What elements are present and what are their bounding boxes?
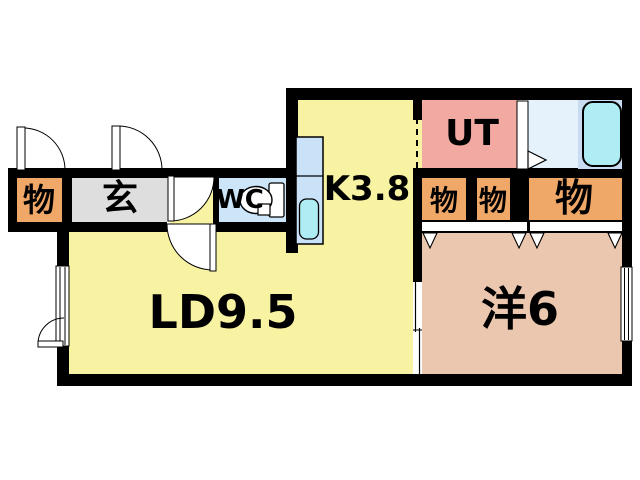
label-storage-a: 物 (429, 184, 459, 217)
room-bathroom-floor (528, 100, 622, 170)
label-wc: WC (216, 185, 264, 215)
wall-entry-strip-bottom (8, 222, 167, 232)
wall-wc-bottom (213, 222, 298, 232)
room-entrance-floor (72, 178, 170, 222)
closet-track-divider (527, 220, 530, 233)
closet-b-floor (477, 178, 510, 220)
wall-main-top (286, 88, 632, 100)
wall-ld-western-divider (413, 233, 422, 282)
wall-ld-left (57, 225, 69, 386)
label-storage-left: 物 (22, 181, 56, 219)
wall-right (622, 88, 632, 386)
label-utility: UT (445, 113, 499, 154)
hallway-floor (170, 178, 213, 232)
label-storage-c: 物 (554, 176, 594, 220)
wall-hall-wc-divider (213, 172, 219, 232)
wall-kitchen-left-stub (286, 88, 298, 253)
storage-door-icon (16, 126, 66, 171)
wall-storage-entrance-divider (62, 172, 72, 232)
kitchen-utility-opening-floor (413, 118, 422, 168)
label-western-room: 洋6 (480, 282, 560, 336)
label-living-dining: LD9.5 (148, 285, 298, 339)
label-entrance: 玄 (101, 178, 139, 219)
room-kitchen-floor (298, 100, 413, 232)
entrance-door-icon (111, 125, 163, 171)
room-storage-left-floor (17, 178, 62, 222)
room-living-dining-floor (69, 232, 413, 374)
wall-entry-strip-top (8, 168, 298, 178)
wall-bottom (57, 374, 632, 386)
room-western-floor (422, 233, 622, 374)
closet-door-track (422, 220, 622, 233)
wall-kitchen-utility-stub (413, 98, 422, 120)
closet-a-floor (422, 178, 466, 220)
label-kitchen: K3.8 (323, 169, 411, 209)
wall-entry-strip-left (8, 168, 17, 232)
room-utility-floor (422, 100, 518, 170)
wall-utility-bottom (413, 168, 632, 178)
wall-closet-divider-2 (510, 178, 529, 220)
wall-closet-row-left (413, 168, 422, 233)
closet-c-floor (529, 178, 622, 220)
label-storage-b: 物 (478, 184, 508, 217)
wall-closet-divider-1 (466, 178, 477, 220)
sliding-door-icon (413, 282, 422, 374)
